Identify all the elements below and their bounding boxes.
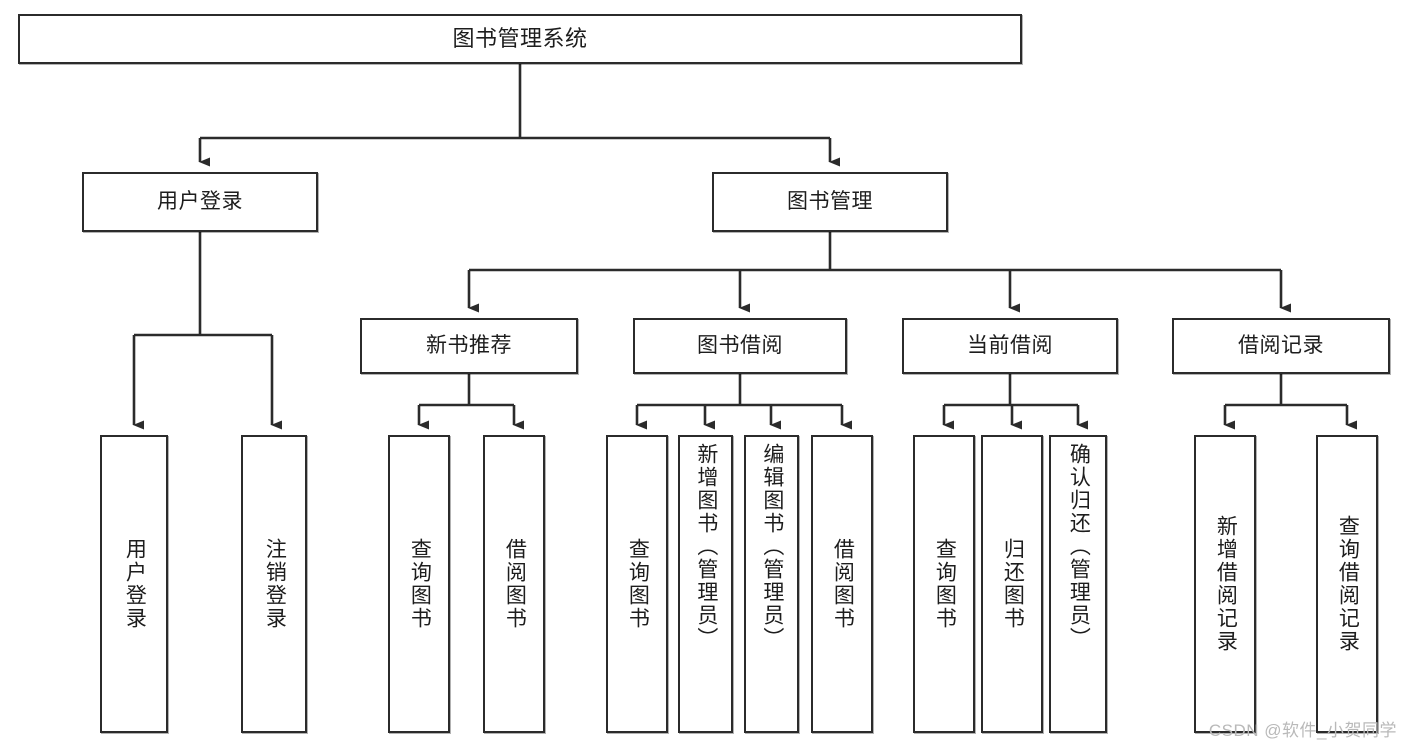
leaf-borrow-book-newbook-label: 借阅图书 bbox=[503, 538, 527, 630]
node-borrow-records-label: 借阅记录 bbox=[1238, 333, 1324, 357]
leaf-user-login[interactable]: 用户登录 bbox=[100, 435, 168, 733]
node-current-borrow[interactable]: 当前借阅 bbox=[902, 318, 1118, 374]
leaf-add-book-admin[interactable]: 新增图书（管理员） bbox=[678, 435, 733, 733]
leaf-query-book-current-label: 查询图书 bbox=[933, 538, 957, 630]
node-current-borrow-label: 当前借阅 bbox=[967, 333, 1053, 357]
leaf-query-book-borrow-label: 查询图书 bbox=[626, 538, 650, 630]
node-new-book-recommend[interactable]: 新书推荐 bbox=[360, 318, 578, 374]
leaf-user-login-label: 用户登录 bbox=[123, 538, 147, 630]
node-book-borrow-label: 图书借阅 bbox=[697, 333, 783, 357]
leaf-add-book-admin-label: 新增图书（管理员） bbox=[694, 443, 718, 650]
node-root[interactable]: 图书管理系统 bbox=[18, 14, 1022, 64]
leaf-query-book-current[interactable]: 查询图书 bbox=[913, 435, 975, 733]
node-borrow-records[interactable]: 借阅记录 bbox=[1172, 318, 1390, 374]
node-book-management-label: 图书管理 bbox=[787, 189, 873, 213]
leaf-query-book-newbook[interactable]: 查询图书 bbox=[388, 435, 450, 733]
leaf-edit-book-admin[interactable]: 编辑图书（管理员） bbox=[744, 435, 799, 733]
node-user-login-label: 用户登录 bbox=[157, 189, 243, 213]
node-book-borrow[interactable]: 图书借阅 bbox=[633, 318, 847, 374]
leaf-query-book-borrow[interactable]: 查询图书 bbox=[606, 435, 668, 733]
node-new-book-recommend-label: 新书推荐 bbox=[426, 333, 512, 357]
leaf-borrow-book-newbook[interactable]: 借阅图书 bbox=[483, 435, 545, 733]
leaf-query-borrow-record[interactable]: 查询借阅记录 bbox=[1316, 435, 1378, 733]
leaf-borrow-book-borrow-label: 借阅图书 bbox=[831, 538, 855, 630]
leaf-return-book[interactable]: 归还图书 bbox=[981, 435, 1043, 733]
leaf-logout-label: 注销登录 bbox=[263, 538, 287, 630]
leaf-query-borrow-record-label: 查询借阅记录 bbox=[1336, 515, 1360, 653]
leaf-query-book-newbook-label: 查询图书 bbox=[408, 538, 432, 630]
leaf-confirm-return-admin[interactable]: 确认归还（管理员） bbox=[1049, 435, 1107, 733]
leaf-borrow-book-borrow[interactable]: 借阅图书 bbox=[811, 435, 873, 733]
leaf-edit-book-admin-label: 编辑图书（管理员） bbox=[760, 443, 784, 650]
leaf-add-borrow-record-label: 新增借阅记录 bbox=[1214, 515, 1238, 653]
node-root-label: 图书管理系统 bbox=[452, 26, 588, 52]
node-user-login[interactable]: 用户登录 bbox=[82, 172, 318, 232]
watermark: CSDN @软件_小贺同学 bbox=[1208, 721, 1397, 740]
node-book-management[interactable]: 图书管理 bbox=[712, 172, 948, 232]
leaf-confirm-return-admin-label: 确认归还（管理员） bbox=[1067, 443, 1091, 650]
leaf-logout[interactable]: 注销登录 bbox=[241, 435, 307, 733]
leaf-return-book-label: 归还图书 bbox=[1001, 538, 1025, 630]
leaf-add-borrow-record[interactable]: 新增借阅记录 bbox=[1194, 435, 1256, 733]
